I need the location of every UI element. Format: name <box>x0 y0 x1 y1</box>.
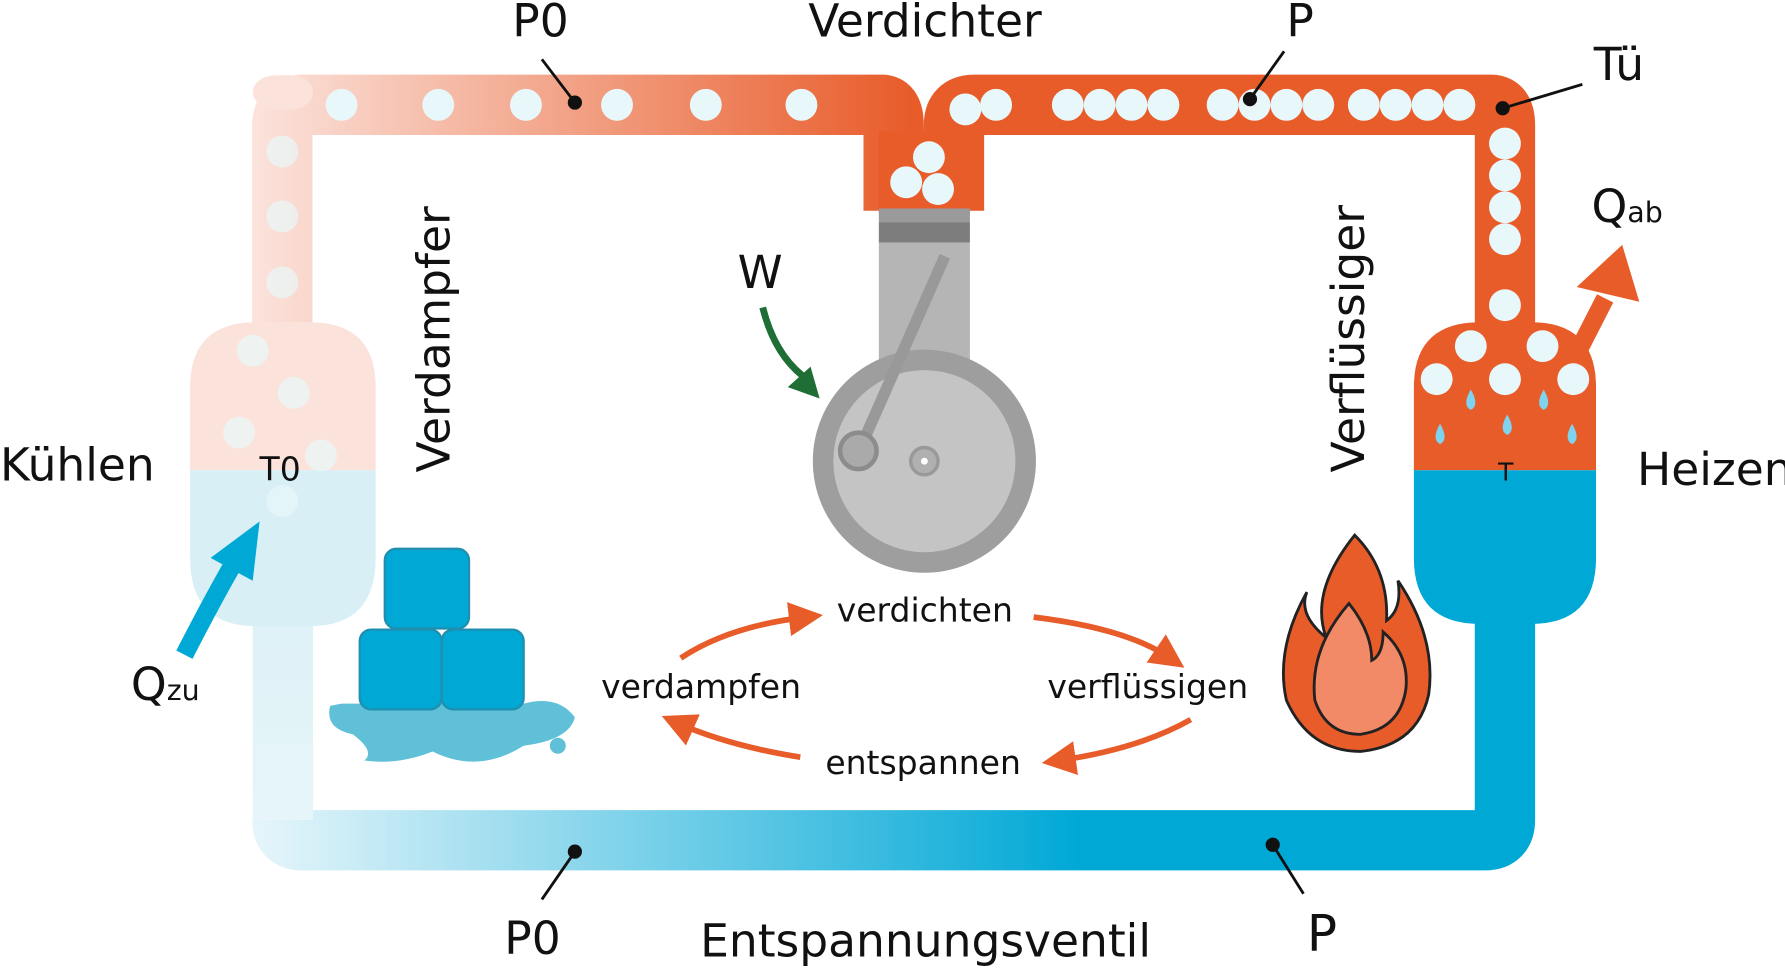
arrow-condense-to-expand <box>1041 717 1193 776</box>
heat-in-arrow-icon <box>176 521 260 659</box>
label-expand: entspannen <box>825 743 1021 782</box>
label-p0-bottom: P0 <box>504 912 560 965</box>
arrow-evaporate-to-compress <box>679 602 823 661</box>
fire-icon <box>1281 533 1432 753</box>
bubble <box>1115 88 1148 121</box>
label-condense: verflüssigen <box>1047 667 1248 706</box>
bubble <box>1557 363 1590 396</box>
bubble <box>785 88 818 121</box>
label-q-zu: Qzu <box>131 658 200 711</box>
bubble <box>912 141 945 174</box>
bubble <box>1206 88 1239 121</box>
bubble <box>1270 88 1303 121</box>
arrow-expand-to-evaporate <box>661 714 801 760</box>
bubble <box>1420 363 1453 396</box>
pipe-high-pressure-vapor <box>923 74 1536 342</box>
bubble <box>1489 191 1521 224</box>
label-evaporate: verdampfen <box>601 667 801 706</box>
bubble <box>1489 127 1521 160</box>
pipe-liquid-line <box>252 592 1536 871</box>
vapor-bubbles <box>223 88 1590 517</box>
arrow-compress-to-condense <box>1033 614 1185 668</box>
bubble <box>1083 88 1116 121</box>
bubble <box>1489 289 1521 322</box>
label-evaporator: Verdampfer <box>408 206 461 473</box>
bubble <box>1347 88 1380 121</box>
bubble <box>890 166 923 199</box>
label-expansion-valve: Entspannungsventil <box>700 914 1151 967</box>
bubble <box>325 88 358 121</box>
bubble <box>266 485 299 517</box>
bubble <box>922 173 954 206</box>
bubble <box>223 416 255 449</box>
pipe-left-lower <box>252 592 314 820</box>
label-p0-top: P0 <box>512 0 568 48</box>
bubble <box>266 135 299 168</box>
label-t0: T0 <box>259 450 301 489</box>
heat-out-arrow-icon <box>1571 244 1640 352</box>
label-compress: verdichten <box>837 591 1013 630</box>
bubble <box>1302 88 1335 121</box>
bubble <box>980 88 1013 121</box>
condensate-droplets-icon <box>1435 389 1577 445</box>
label-q-ab: Qab <box>1591 180 1662 233</box>
bubble <box>601 88 633 121</box>
bubble <box>1454 330 1487 363</box>
bubble <box>1147 88 1180 121</box>
bubble <box>236 334 269 367</box>
label-condenser: Verflüssiger <box>1322 205 1375 473</box>
bubble <box>1411 88 1444 121</box>
work-input-arrow-icon <box>759 306 820 399</box>
label-tue: Tü <box>1593 38 1644 91</box>
ice-cubes-icon <box>329 547 575 762</box>
compressor-icon <box>812 208 1036 573</box>
bubble <box>1526 330 1559 363</box>
label-compressor: Verdichter <box>808 0 1042 48</box>
bubble <box>510 88 542 121</box>
bubble <box>1443 88 1476 121</box>
bubble <box>1489 159 1521 192</box>
pointer-lines <box>540 50 1583 901</box>
bubble <box>266 266 299 299</box>
bubble <box>1379 88 1412 121</box>
label-p-bottom: P <box>1307 905 1337 963</box>
bubble <box>689 88 722 121</box>
bubble <box>1051 88 1084 121</box>
bubble <box>1489 223 1521 256</box>
cycle-arrows <box>661 602 1193 776</box>
bubble <box>277 376 310 409</box>
label-w: W <box>738 246 783 299</box>
label-p-top: P <box>1286 0 1313 48</box>
bubble <box>305 439 337 472</box>
pipe-low-pressure-vapor <box>252 74 924 342</box>
bubble <box>1489 363 1521 396</box>
label-heating: Heizen <box>1637 443 1785 496</box>
bubble <box>422 88 455 121</box>
bubble <box>949 93 982 126</box>
label-t: T <box>1497 458 1514 487</box>
bubble <box>266 200 299 233</box>
label-cooling: Kühlen <box>0 439 155 492</box>
